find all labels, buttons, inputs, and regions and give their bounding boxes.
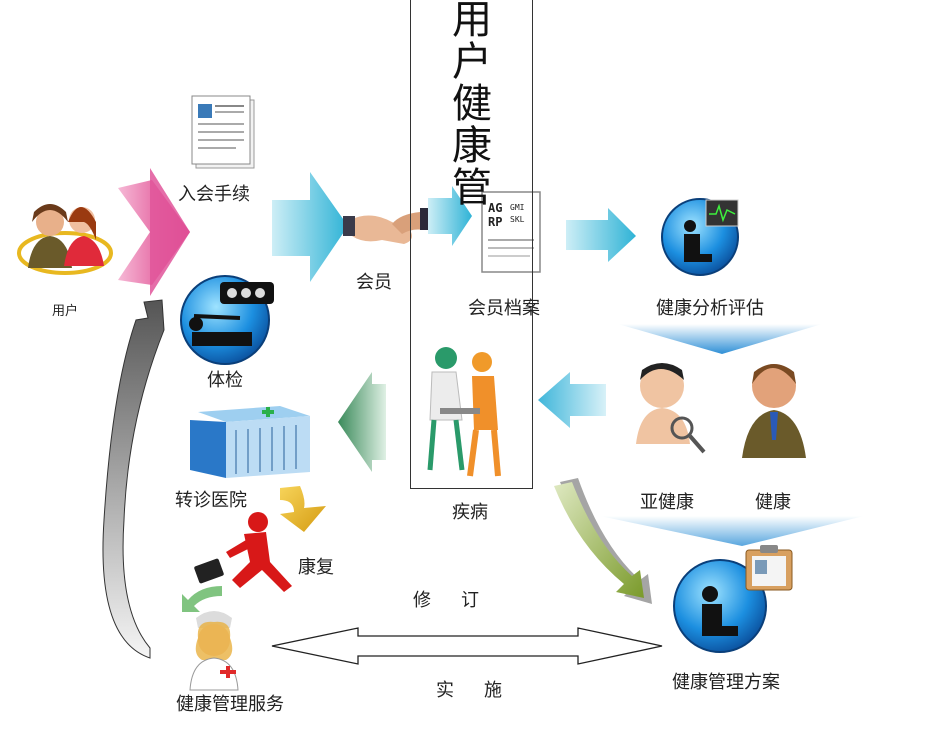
arrow-service-to-user bbox=[102, 299, 165, 659]
label-subhealth: 亚健康 bbox=[640, 492, 694, 513]
label-implement: 实施 bbox=[436, 680, 532, 701]
arrow-disease-to-hospital bbox=[338, 372, 386, 472]
user-group-icon bbox=[17, 204, 113, 275]
running-man-icon bbox=[194, 512, 292, 592]
label-revise: 修订 bbox=[413, 590, 509, 611]
handshake-icon bbox=[343, 208, 432, 244]
vertical-title: 用户健康管 bbox=[445, 0, 491, 208]
svg-text:SKL: SKL bbox=[510, 215, 525, 224]
medical-bed-icon bbox=[180, 275, 274, 365]
clipboard-icon bbox=[673, 545, 793, 653]
label-join: 入会手续 bbox=[178, 184, 250, 205]
arrow-record-to-analysis bbox=[566, 208, 636, 262]
arrow-hospital-to-rehab bbox=[280, 486, 326, 532]
label-analysis: 健康分析评估 bbox=[656, 298, 764, 319]
arrow-analysis-to-status bbox=[618, 324, 822, 354]
label-service: 健康管理服务 bbox=[176, 694, 284, 715]
svg-text:GMI: GMI bbox=[510, 203, 525, 212]
svg-text:AG: AG bbox=[488, 201, 502, 215]
label-checkup: 体检 bbox=[207, 370, 243, 391]
nurse-icon bbox=[189, 611, 239, 691]
svg-text:RP: RP bbox=[488, 215, 502, 229]
arrow-rehab-to-service bbox=[182, 586, 222, 612]
eye-chart-icon: AG RP GMI SKL bbox=[481, 191, 541, 273]
arrow-status-to-disease bbox=[538, 372, 606, 428]
hospital-icon bbox=[190, 406, 310, 478]
health-monitor-icon bbox=[661, 198, 739, 276]
vertical-title-box: 用户健康管 bbox=[410, 0, 533, 489]
doctor-patient-icon bbox=[410, 340, 530, 488]
label-healthy: 健康 bbox=[755, 492, 791, 513]
label-record: 会员档案 bbox=[468, 298, 540, 319]
label-member: 会员 bbox=[356, 272, 392, 293]
label-rehab: 康复 bbox=[298, 557, 334, 578]
arrow-service-plan-bidirectional bbox=[271, 627, 663, 665]
arrow-user-head bbox=[150, 168, 190, 296]
document-icon bbox=[191, 95, 255, 169]
label-plan: 健康管理方案 bbox=[672, 672, 780, 693]
businessman-icon bbox=[742, 364, 806, 458]
label-user: 用户 bbox=[52, 304, 79, 319]
label-referral: 转诊医院 bbox=[175, 490, 247, 511]
patient-icon bbox=[636, 363, 706, 454]
arrow-disease-to-plan bbox=[554, 482, 644, 598]
arrow-join-to-member bbox=[272, 172, 348, 282]
arrow-member-to-record bbox=[428, 186, 472, 246]
label-disease: 疾病 bbox=[452, 502, 488, 523]
arrow-status-to-plan bbox=[600, 516, 864, 546]
